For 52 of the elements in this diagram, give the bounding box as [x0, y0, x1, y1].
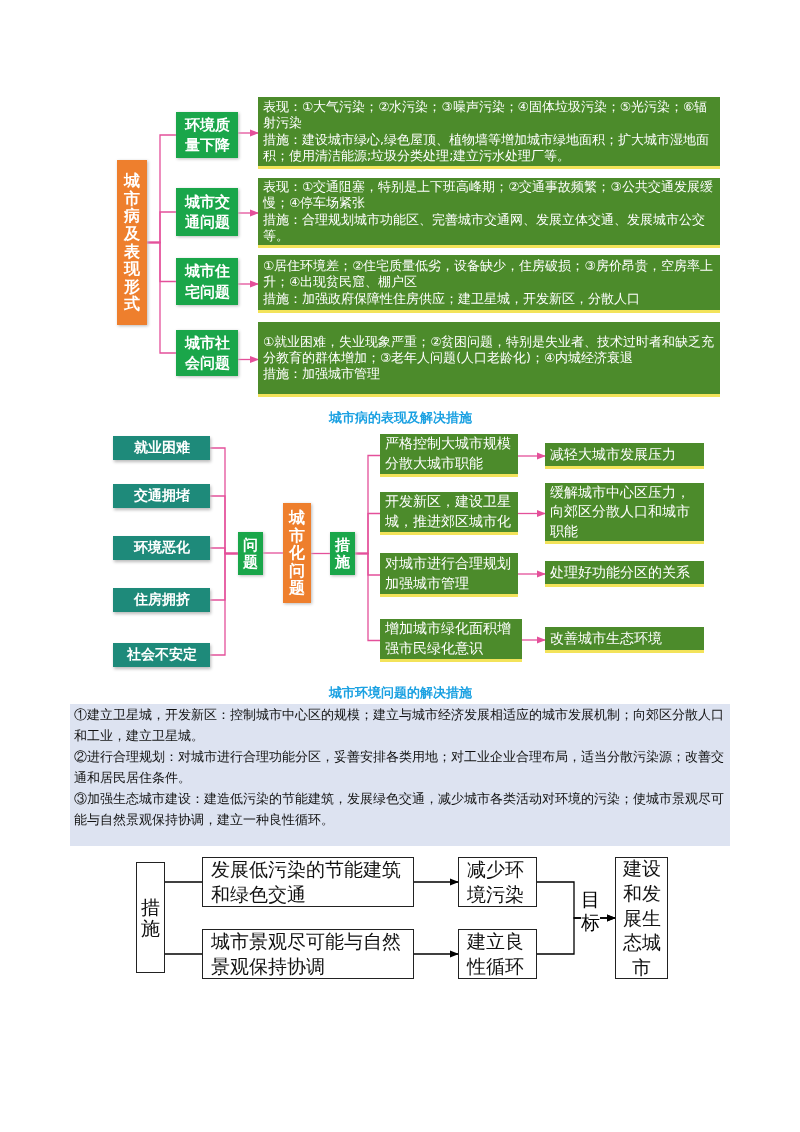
arrow: [237, 355, 259, 364]
figure-caption: 城市病的表现及解决措施: [327, 409, 473, 427]
measure-box: 对城市进行合理规划加强城市管理: [380, 553, 518, 597]
connector-line: [262, 552, 284, 554]
category-box: 措施: [330, 532, 355, 575]
problem-box: 住房拥挤: [113, 588, 210, 612]
text-panel: ①建立卫星城，开发新区：控制城市中心区的规模；建立与城市经济发展相适应的城市发展机制；向郊区分散人口和工业，建立卫星城。 ②进行合理规划：对城市进行合理功能分区，妥善安排各类用地；对工业企业合理布局，适当分散污染源；改善交通和居民居住条件。 ③加强生态城市建设：建造低污染的节能建筑，发展绿色交通，减少城市各类活动对环境的污染；使城市景观尽可能与自然景观保持协调，建立一种良性循环。: [70, 704, 730, 846]
arrow: [237, 280, 259, 288]
detail-box: 表现：①大气污染；②水污染；③噪声污染；④固体垃圾污染；⑤光污染；⑥辐射污染 措施：建设城市绿心,绿色屋顶、植物墙等增加城市绿地面积；扩大城市湿地面积；使用清洁能源;垃圾分类处理;建立污水处理厂等。: [258, 97, 720, 169]
arrow: [517, 509, 546, 518]
detail-box: ①居住环境差；②住宅质量低劣，设备缺少，住房破损；③房价昂贵，空房率上升；④出现贫民窟、棚户区 措施：加强政府保障性住房供应；建卫星城，开发新区，分散人口: [258, 255, 720, 313]
arrow: [237, 209, 259, 217]
process-box: 减少环境污染: [458, 857, 537, 907]
title-box: 城市化问题: [283, 503, 311, 603]
category-box: 城市交通问题: [176, 188, 238, 236]
connector-line: [354, 552, 381, 642]
arrow: [413, 950, 459, 958]
category-box: 城市住宅问题: [176, 258, 238, 305]
problem-box: 环境恶化: [113, 536, 210, 560]
title-box: 城市病及表现形式: [117, 160, 147, 325]
arrow: [517, 570, 546, 578]
measure-box: 增加城市绿化面积增强市民绿化意识: [380, 619, 522, 662]
edge-label: 目标: [581, 888, 600, 934]
connector-line: [310, 552, 331, 555]
measure-box: 严格控制大城市规模分散大城市职能: [380, 434, 518, 477]
process-box: 措施: [136, 862, 165, 973]
figure-caption: 城市环境问题的解决措施: [327, 684, 473, 702]
process-box: 发展低污染的节能建筑和绿色交通: [202, 857, 414, 907]
measure-box: 开发新区，建设卫星城，推进郊区城市化: [380, 492, 518, 535]
result-box: 缓解城市中心区压力，向郊区分散人口和城市职能: [545, 483, 704, 544]
arrow: [521, 636, 546, 644]
connector-line: [146, 241, 177, 354]
category-box: 城市社会问题: [176, 330, 238, 376]
result-box: 减轻大城市发展压力: [545, 443, 704, 469]
result-box: 改善城市生态环境: [545, 627, 704, 653]
result-box: 处理好功能分区的关系: [545, 561, 704, 587]
process-box: 建设和发展生态城市: [615, 857, 668, 979]
category-box: 环境质量下降: [176, 112, 238, 158]
connector-line: [164, 881, 203, 883]
detail-box: ①就业困难，失业现象严重；②贫困问题，特别是失业者、技术过时者和缺乏充分教育的群体增加；③老年人问题(人口老龄化)；④内城经济衰退 措施：加强城市管理: [258, 322, 720, 397]
connector-line: [164, 953, 203, 955]
detail-box: 表现：①交通阻塞，特别是上下班高峰期；②交通事故频繁；③公共交通发展缓慢；④停车场紧张 措施：合理规划城市功能区、完善城市交通网、发展立体交通、发展城市公交等。: [258, 178, 720, 248]
problem-box: 就业困难: [113, 436, 210, 460]
arrow: [517, 452, 546, 460]
process-box: 建立良性循环: [458, 929, 537, 979]
category-box: 问题: [238, 532, 263, 575]
problem-box: 交通拥堵: [113, 484, 210, 508]
connector-line: [209, 552, 239, 656]
arrow: [237, 129, 259, 137]
problem-box: 社会不安定: [113, 643, 210, 667]
arrow: [413, 878, 459, 886]
process-box: 城市景观尽可能与自然景观保持协调: [202, 929, 414, 979]
